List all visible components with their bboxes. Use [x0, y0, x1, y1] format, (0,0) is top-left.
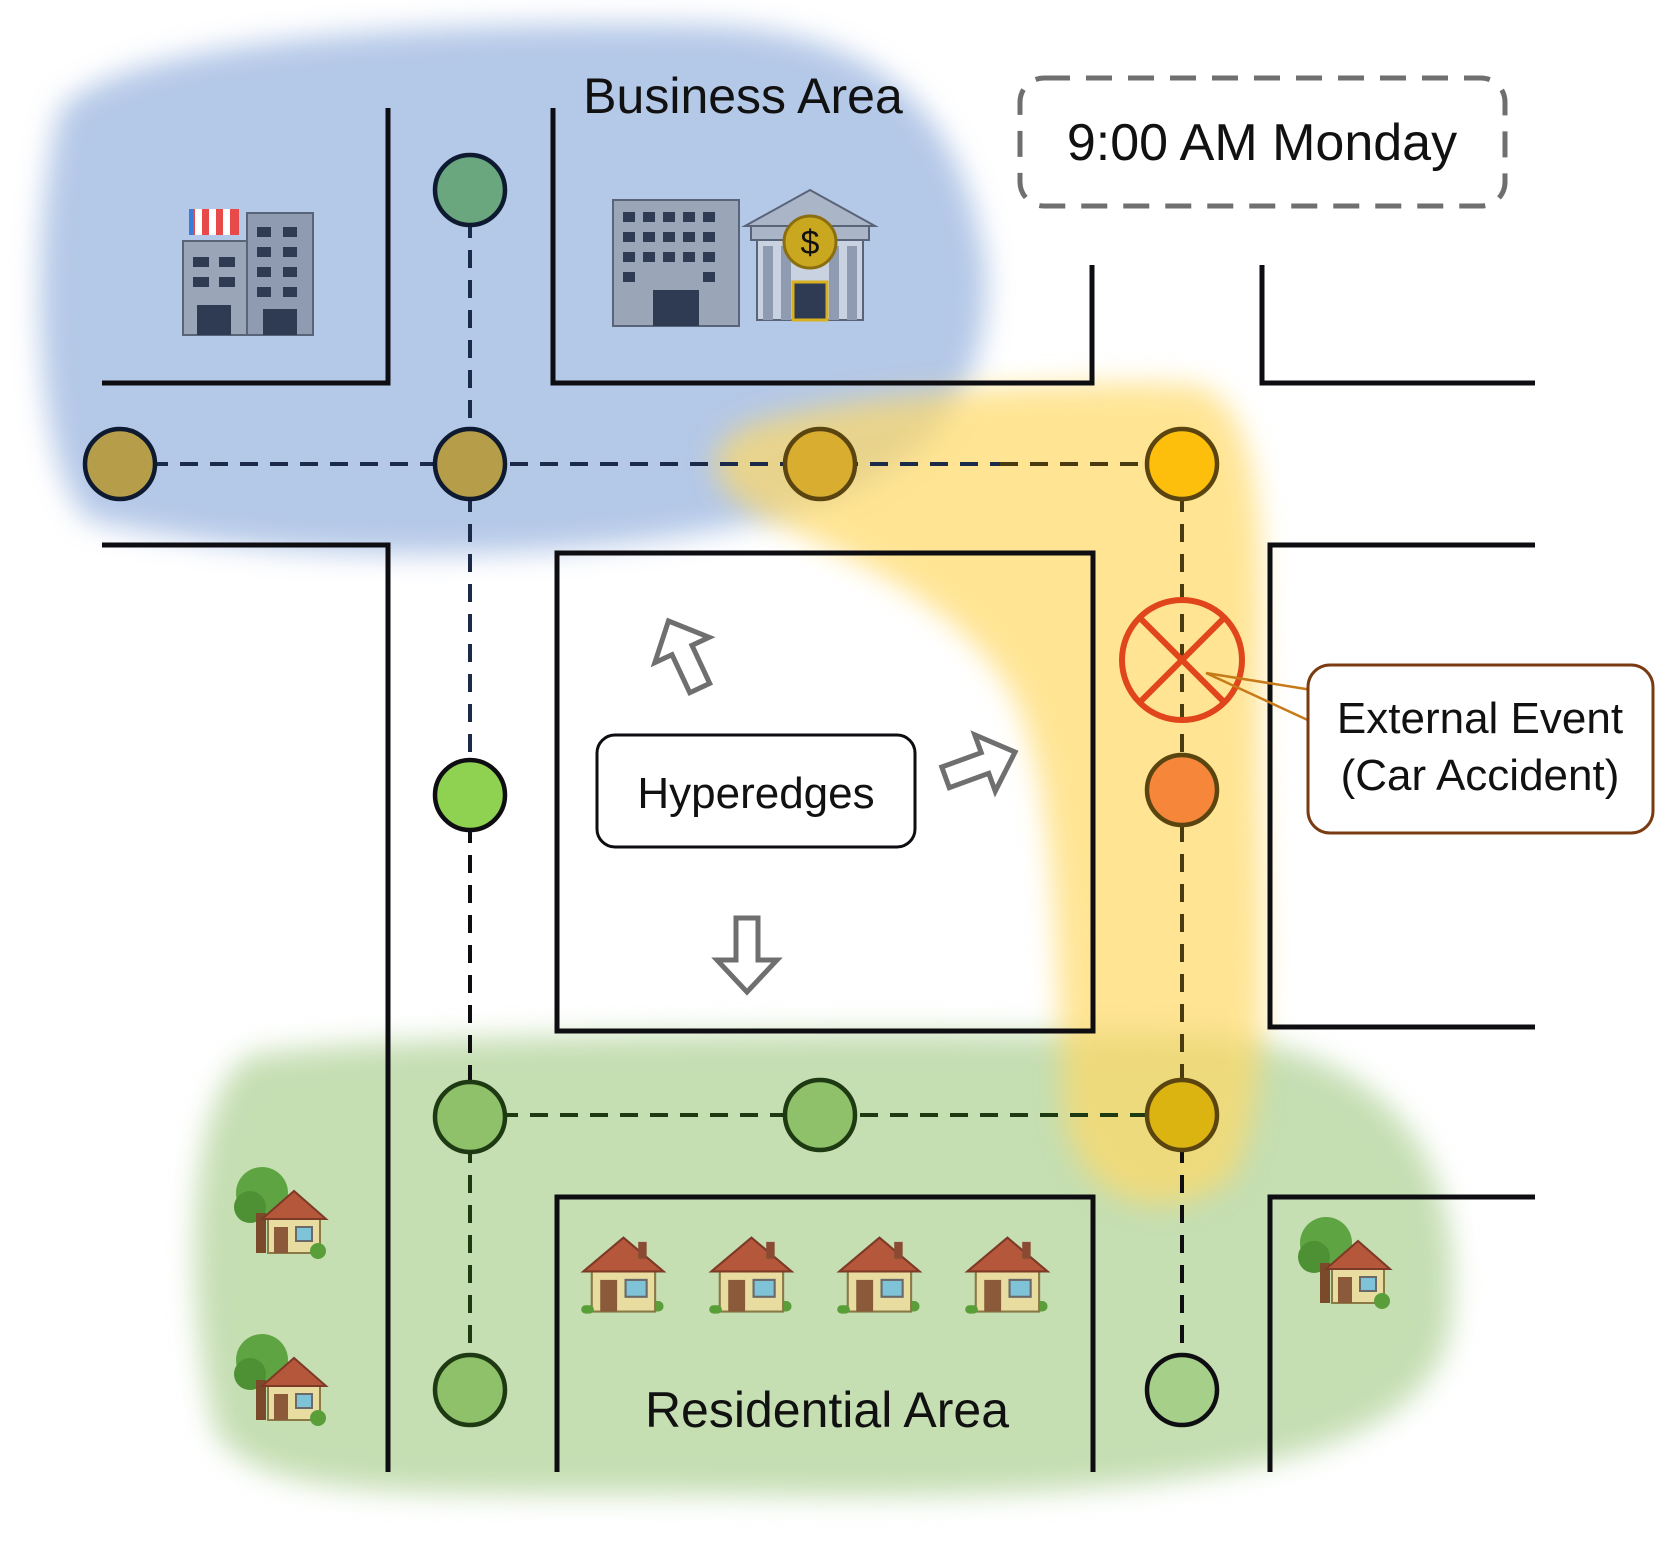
- svg-text:$: $: [801, 224, 820, 262]
- node: [432, 757, 508, 833]
- time-box: [1017, 75, 1508, 209]
- node: [782, 1077, 858, 1153]
- node: [1144, 1352, 1220, 1428]
- node: [1144, 426, 1220, 502]
- node: [782, 426, 858, 502]
- business-area-region: [40, 24, 987, 554]
- graph-nodes: [82, 152, 1220, 1428]
- node: [1144, 1077, 1220, 1153]
- bank-icon: $: [741, 188, 879, 322]
- node: [1144, 752, 1220, 828]
- arrow-right-icon: [938, 730, 1019, 798]
- event-callout-pointer: [1205, 671, 1313, 724]
- arrow-down-icon: [711, 915, 783, 996]
- node: [82, 426, 158, 502]
- office-building-icon: [182, 209, 314, 336]
- node: [432, 1079, 508, 1155]
- hyperedges-box: [595, 733, 917, 849]
- road-network: [102, 108, 1535, 1472]
- arrow-up-left-icon: [650, 617, 716, 697]
- node: [432, 152, 508, 228]
- office-tower-icon: [612, 199, 740, 327]
- external-event-detail: (Car Accident): [1341, 751, 1620, 800]
- external-event-label: External Event: [1337, 694, 1623, 743]
- node: [432, 1352, 508, 1428]
- hyperedges-label: Hyperedges: [637, 769, 874, 818]
- node: [432, 426, 508, 502]
- external-event-callout: [1306, 663, 1655, 835]
- time-label: 9:00 AM Monday: [1067, 114, 1457, 172]
- business-area-label: Business Area: [583, 68, 903, 124]
- cross-circle-icon: [1119, 597, 1245, 723]
- hyperedge-highlight: [715, 383, 1264, 1205]
- residential-area-label: Residential Area: [645, 1382, 1009, 1438]
